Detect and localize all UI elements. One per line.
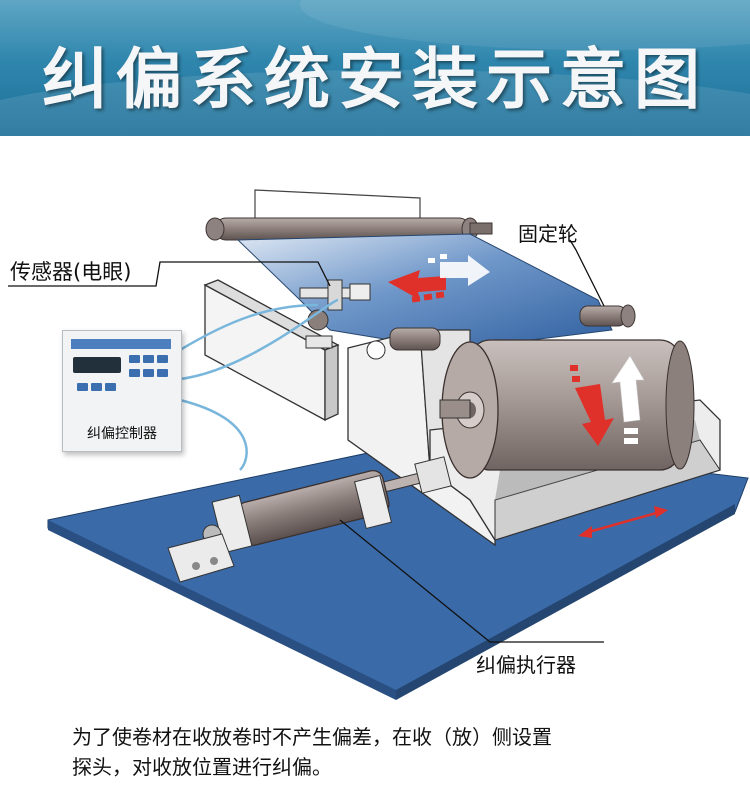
cylinder-icon	[167, 469, 393, 583]
controller-cables	[164, 298, 339, 471]
installation-diagram	[8, 189, 749, 700]
controller-button	[157, 369, 168, 377]
controller-button	[91, 383, 102, 391]
sensor-bracket	[203, 279, 340, 422]
top-roller	[205, 189, 493, 241]
controller-label: 纠偏控制器	[87, 426, 157, 442]
title-banner: 纠偏系统安装示意图	[0, 0, 750, 136]
description-line-1: 为了使卷材在收放卷时不产生偏差，在收（放）侧设置	[72, 725, 552, 749]
banner-title: 纠偏系统安装示意图	[42, 40, 708, 118]
controller-header-strip	[71, 339, 171, 349]
controller-button	[129, 355, 140, 363]
controller-button	[143, 355, 154, 363]
controller-button	[157, 355, 168, 363]
direction-arrow-icon	[388, 254, 490, 303]
sensor-icon	[299, 279, 371, 349]
fixed-wheel-label: 固定轮	[518, 222, 578, 246]
fixed-wheel	[579, 304, 636, 328]
rotation-arrows-icon	[570, 355, 645, 446]
leader-lines	[8, 239, 605, 643]
controller-button	[105, 383, 116, 391]
controller-button	[129, 369, 140, 377]
lateral-arrow-icon	[578, 506, 668, 538]
controller-button	[143, 369, 154, 377]
controller-display	[73, 357, 121, 373]
sensor-label: 传感器(电眼)	[10, 260, 132, 284]
roller-icon	[439, 339, 695, 479]
description-text: 为了使卷材在收放卷时不产生偏差，在收（放）侧设置 探头，对收放位置进行纠偏。	[72, 722, 712, 782]
description-line-2: 探头，对收放位置进行纠偏。	[72, 755, 332, 779]
controller-icon: 纠偏控制器	[62, 330, 182, 452]
actuator-rod	[379, 456, 452, 494]
controller-button	[77, 383, 88, 391]
actuator-label: 纠偏执行器	[476, 653, 576, 677]
